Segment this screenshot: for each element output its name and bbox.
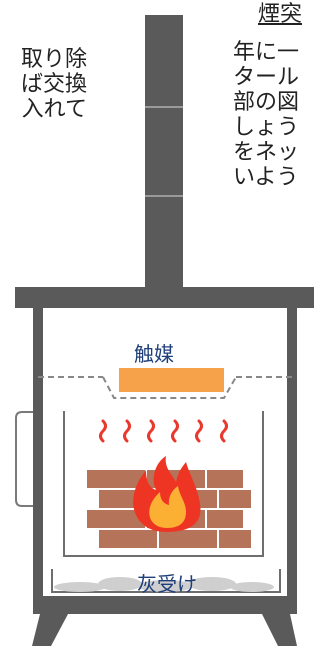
stove-leg-left <box>32 614 68 646</box>
right-caption-line: 部の図 <box>233 90 300 115</box>
chimney-section-title: 煙突 <box>258 2 303 27</box>
stove-leg-right <box>262 614 297 646</box>
left-caption-text: 取り除 ば交換 入れて <box>21 47 87 122</box>
stove-body <box>33 308 297 614</box>
left-caption-line: 入れて <box>21 97 87 122</box>
right-caption-line: をネッ <box>233 140 300 165</box>
right-caption-line: タール <box>233 65 300 90</box>
right-caption-line: しょう <box>233 115 300 140</box>
firebox-outline <box>51 411 281 593</box>
left-caption-line: 取り除 <box>20 47 87 72</box>
ash-pile <box>54 577 274 592</box>
flame-icon <box>133 456 201 532</box>
stove-top-plate <box>15 287 314 308</box>
heat-lines <box>99 419 228 443</box>
left-caption-line: ば交換 <box>20 72 87 97</box>
chimney-pipe <box>145 15 183 295</box>
catalyst-chamber-outline <box>38 376 292 399</box>
ash-pan-label: 灰受け <box>137 572 197 596</box>
catalyst-block <box>119 368 224 392</box>
right-caption-line: 年に一 <box>233 40 300 65</box>
door-handle <box>15 411 33 507</box>
right-caption-text: 年に一 タール 部の図 しょう をネッ いよう <box>233 40 299 190</box>
catalyst-label: 触媒 <box>134 342 174 366</box>
right-caption-line: いよう <box>233 165 299 190</box>
